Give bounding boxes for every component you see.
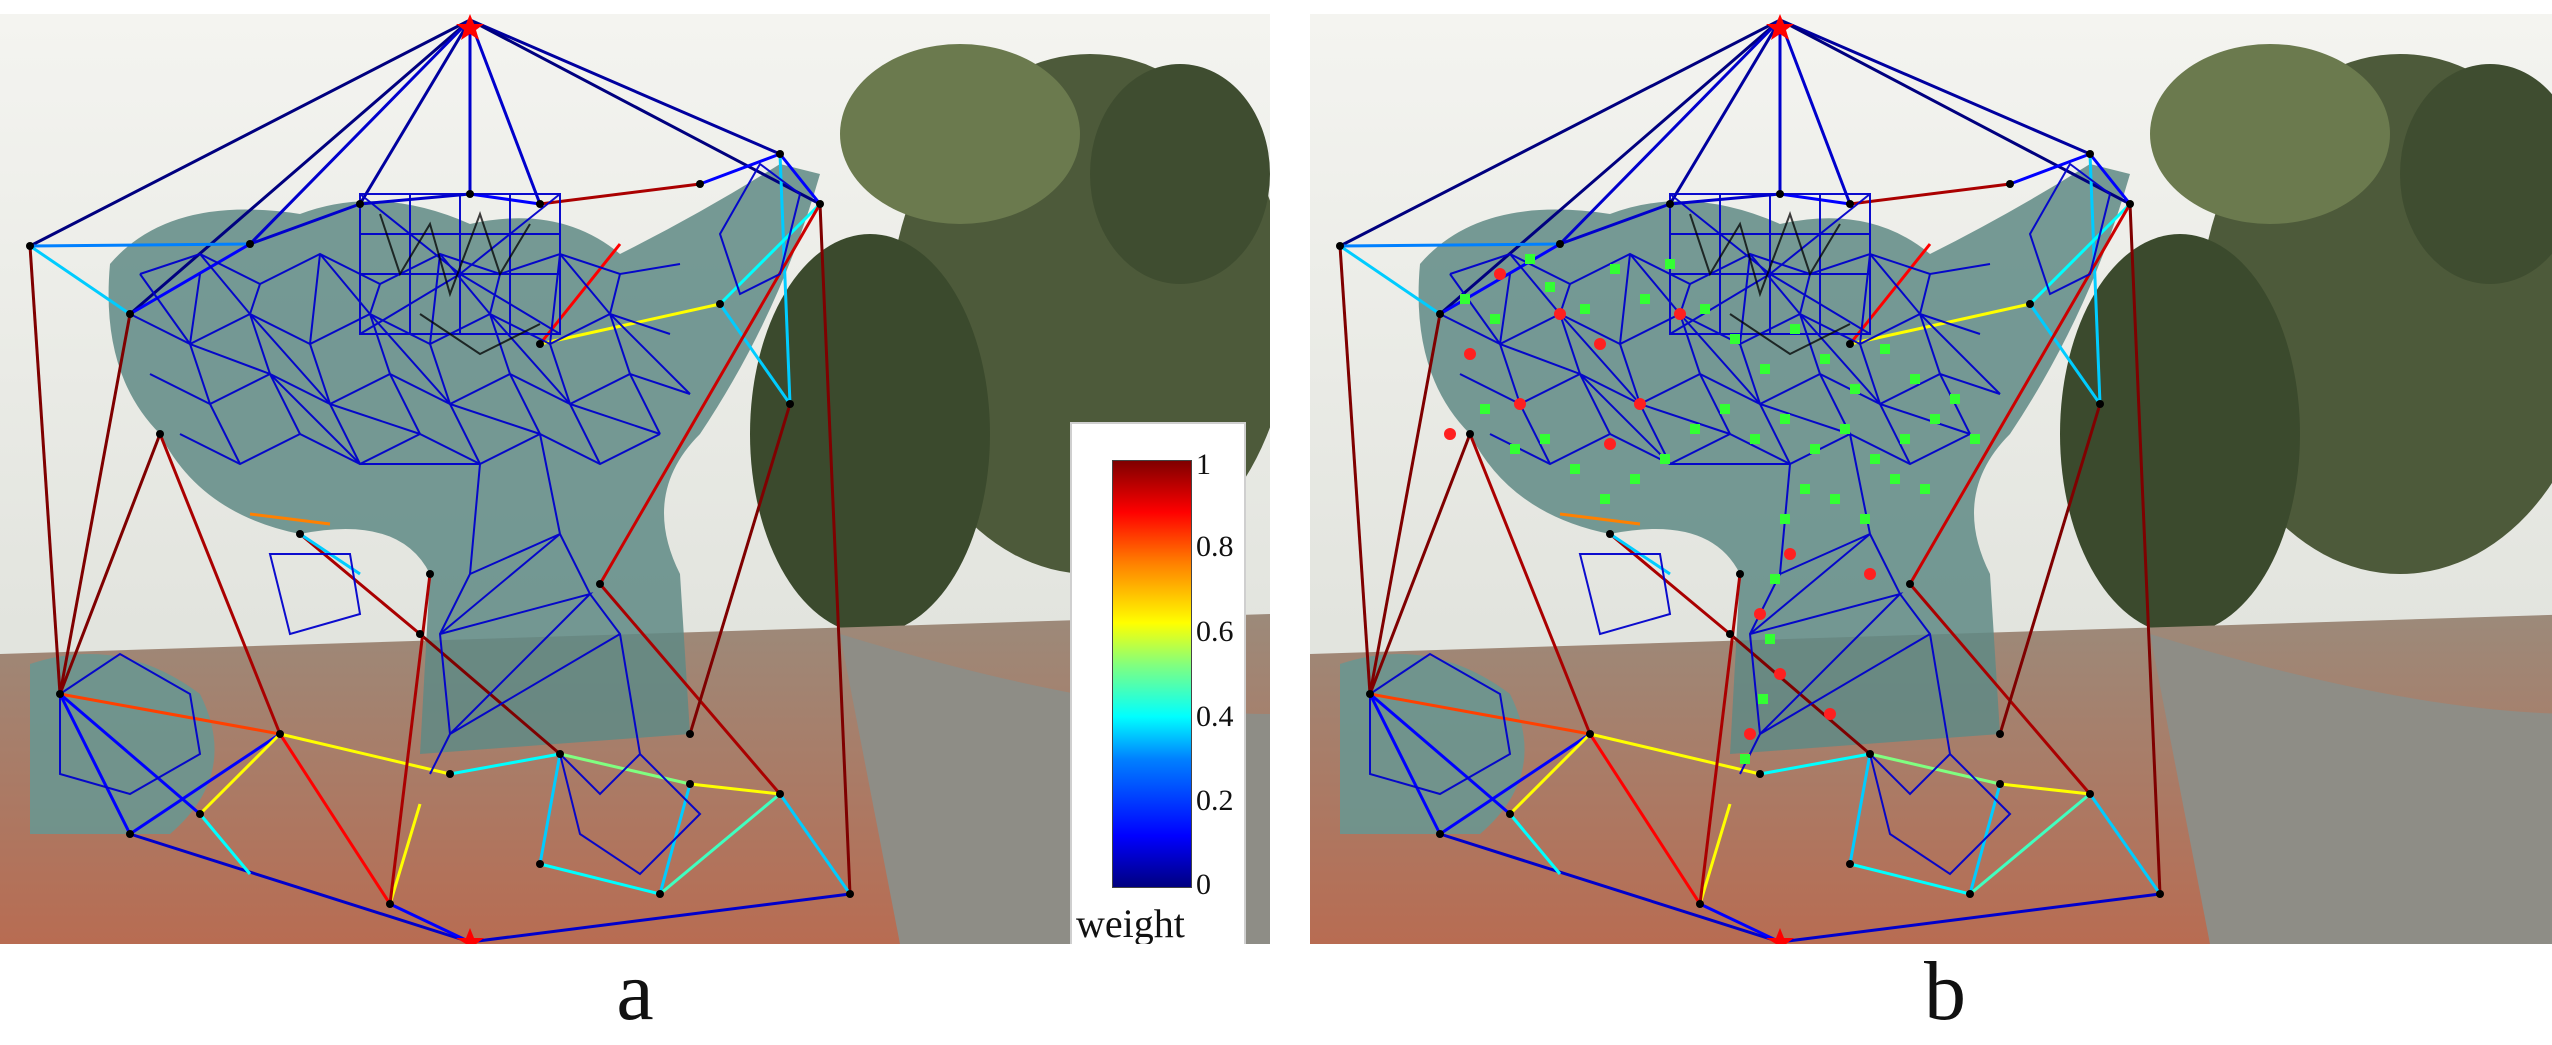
colorbar-tick: 0.4 <box>1196 700 1234 733</box>
colorbar-tick: 0 <box>1196 868 1211 901</box>
panel-a-mesh <box>0 14 1270 944</box>
colorbar-tick: 0.6 <box>1196 615 1234 648</box>
top-anchor-star <box>456 14 484 40</box>
bottom-anchor-star <box>456 928 484 944</box>
colorbar-tick: 0.2 <box>1196 784 1234 817</box>
panel-b-mesh <box>1310 14 2552 944</box>
colorbar-tick: 0.8 <box>1196 530 1234 563</box>
colorbar-title: weight <box>1076 901 1185 944</box>
colorbar-tick: 1 <box>1196 448 1211 481</box>
bottom-anchor-star <box>1766 928 1794 944</box>
jet-colorbar <box>1112 460 1192 888</box>
colorbar-legend: 1 0.8 0.6 0.4 0.2 0 weight <box>1070 422 1246 944</box>
feature-points <box>1444 254 1980 764</box>
top-anchor-star <box>1766 14 1794 40</box>
panel-a-image: 1 0.8 0.6 0.4 0.2 0 weight <box>0 14 1270 944</box>
panel-b-image <box>1310 14 2552 944</box>
panel-label-b: b <box>1924 945 1966 1038</box>
panel-label-a: a <box>616 945 654 1038</box>
